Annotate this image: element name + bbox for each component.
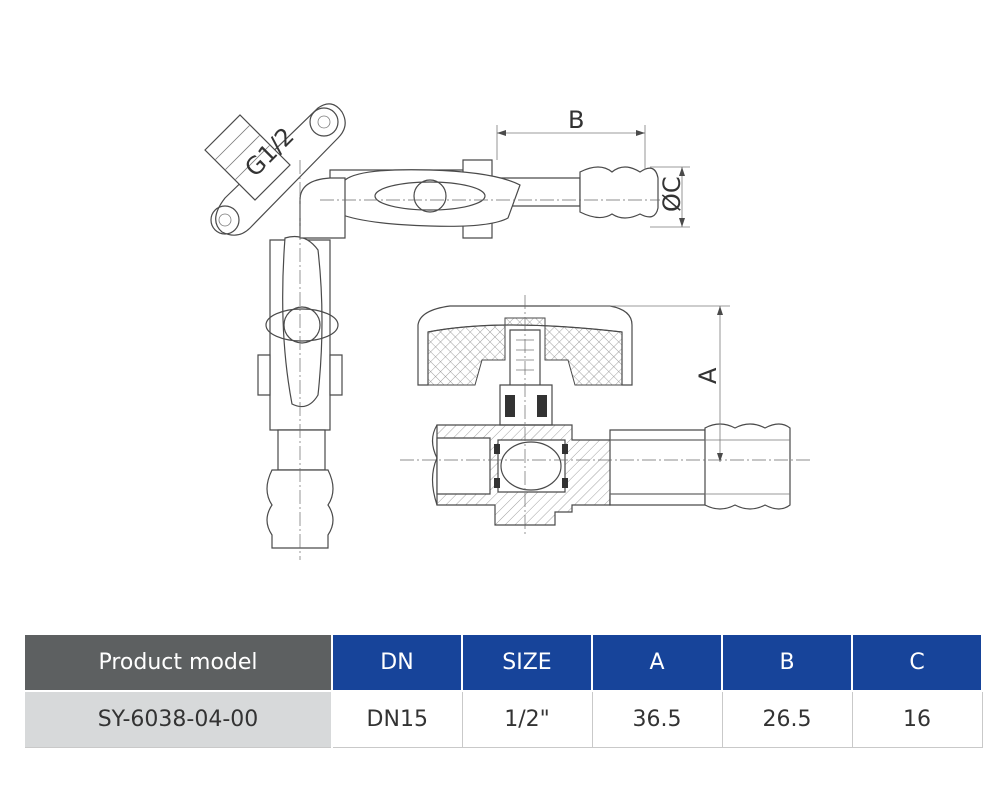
mounting-flange <box>204 103 346 236</box>
header-dn: DN <box>332 635 463 691</box>
dimension-b: B <box>496 106 646 170</box>
spec-table: Product model DN SIZE A B C SY-6038-04-0… <box>25 635 983 748</box>
horizontal-arm <box>329 159 659 239</box>
header-c: C <box>852 635 983 691</box>
dimension-c: ØC <box>650 166 690 228</box>
technical-drawing: G1/2 B ØC <box>204 103 810 560</box>
header-a: A <box>592 635 723 691</box>
dimension-a-label: A <box>694 367 722 384</box>
elbow-valve-view <box>204 103 660 560</box>
dimension-b-label: B <box>568 106 584 134</box>
table-row: SY-6038-04-00 DN15 1/2" 36.5 26.5 16 <box>25 690 983 748</box>
dimension-c-label: ØC <box>658 176 686 212</box>
cell-b: 26.5 <box>722 690 853 748</box>
header-size: SIZE <box>462 635 593 691</box>
cell-dn: DN15 <box>332 690 463 748</box>
section-view <box>400 295 810 535</box>
header-b: B <box>722 635 853 691</box>
header-product-model: Product model <box>25 635 333 691</box>
cell-a: 36.5 <box>592 690 723 748</box>
table-header-row: Product model DN SIZE A B C <box>25 635 983 691</box>
dimension-a: A <box>560 305 730 462</box>
elbow-joint <box>299 177 346 239</box>
cell-size: 1/2" <box>462 690 593 748</box>
cell-product-model: SY-6038-04-00 <box>25 690 333 748</box>
cell-c: 16 <box>852 690 983 748</box>
vertical-arm <box>257 235 343 549</box>
